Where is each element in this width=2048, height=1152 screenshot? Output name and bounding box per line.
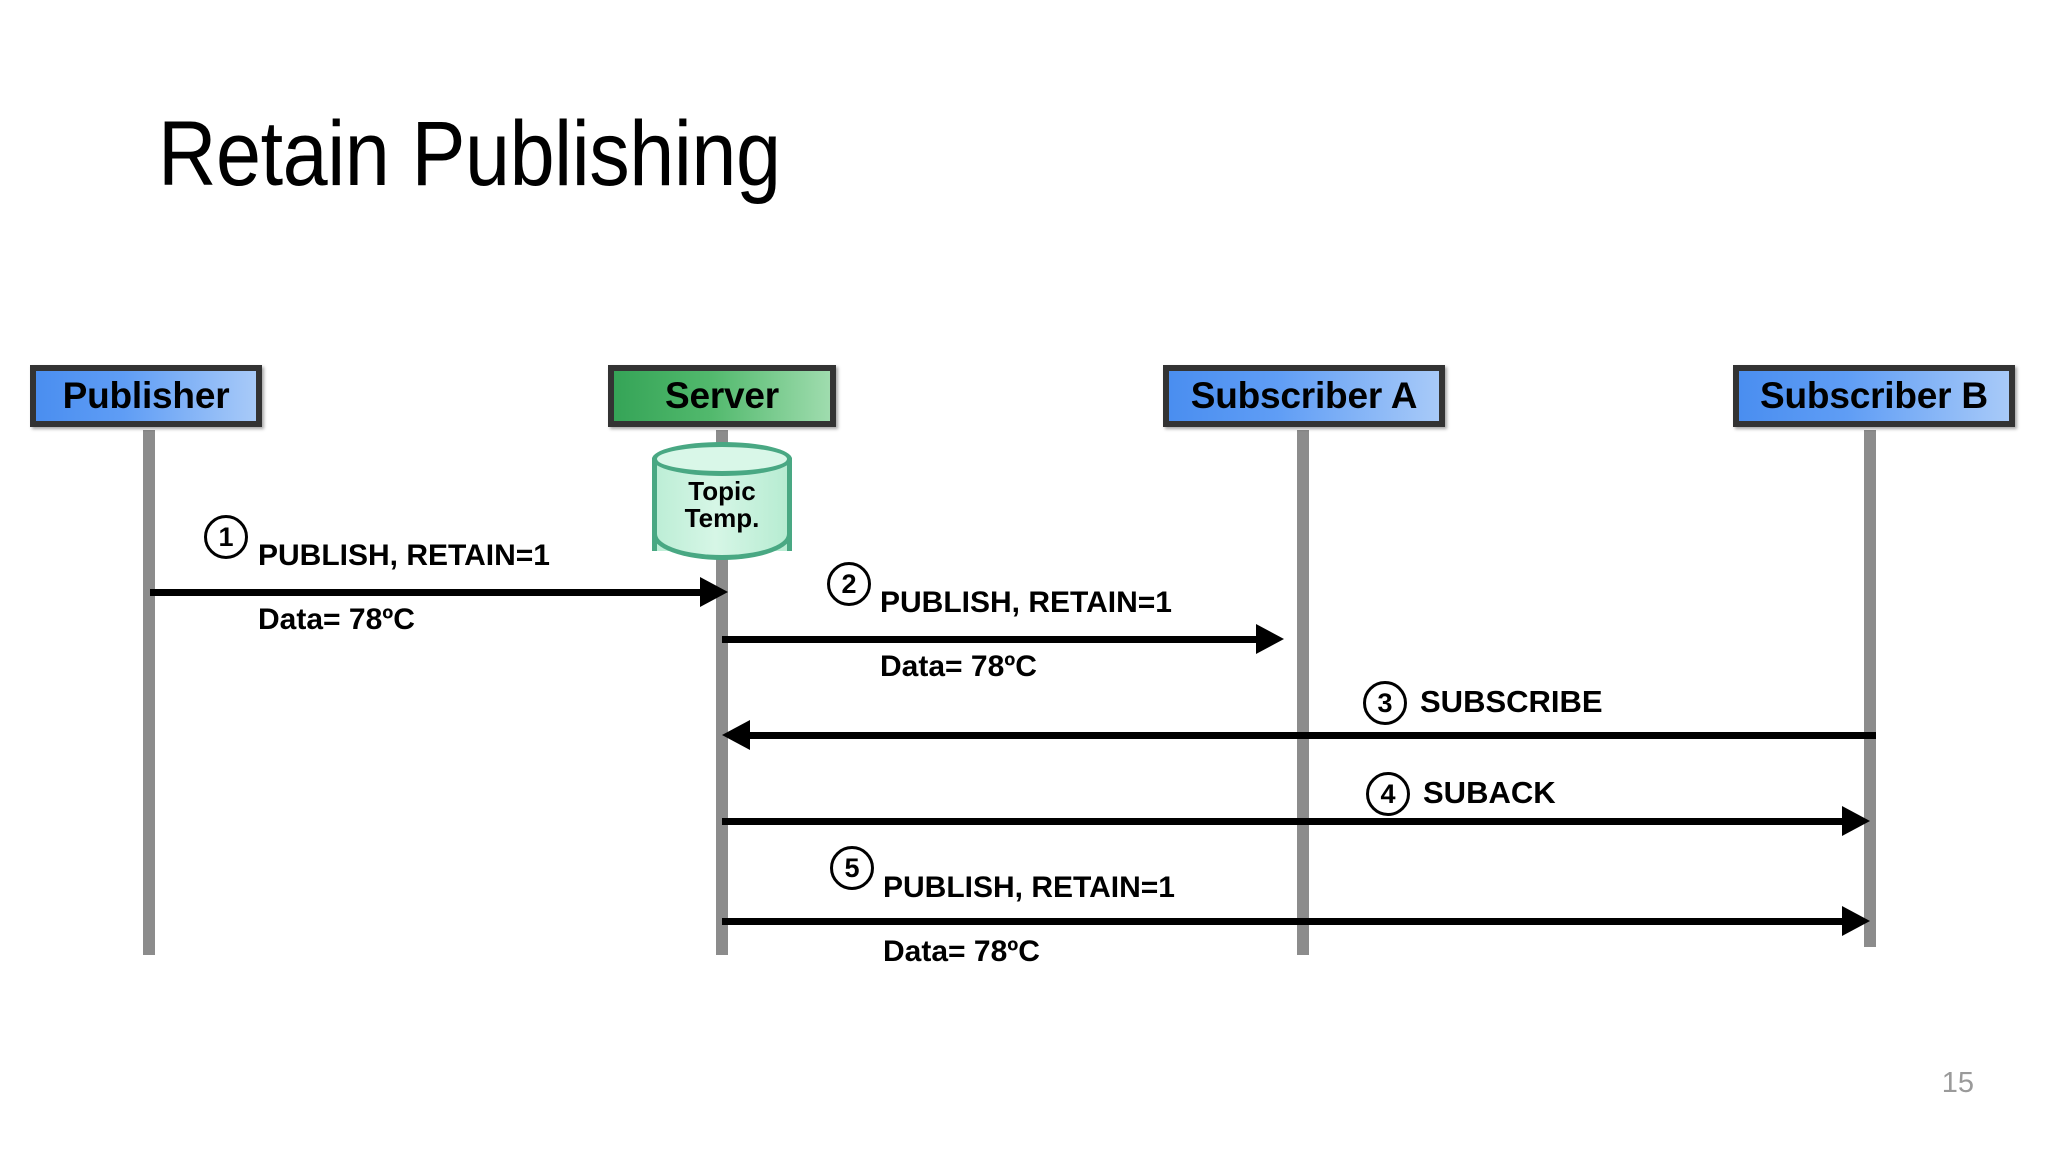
participant-subscriber-b[interactable]: Subscriber B xyxy=(1733,365,2015,427)
message-3-label: SUBSCRIBE xyxy=(1420,684,1603,719)
cylinder-bottom xyxy=(652,520,792,560)
step-badge-5: 5 xyxy=(830,846,874,890)
participant-label: Server xyxy=(664,375,779,416)
topic-store-line2: Temp. xyxy=(684,503,760,534)
message-4-line xyxy=(722,818,1850,825)
participant-server[interactable]: Server xyxy=(608,365,836,427)
message-2-arrowhead xyxy=(1256,624,1284,654)
participant-label: Subscriber B xyxy=(1760,375,1988,416)
message-1-arrowhead xyxy=(700,577,728,607)
step-badge-2: 2 xyxy=(827,562,871,606)
message-1-line xyxy=(150,589,710,596)
message-5-label: PUBLISH, RETAIN=1 Data= 78ºC xyxy=(883,840,1175,1000)
lifeline-subscriber-b xyxy=(1864,430,1876,947)
page-title: Retain Publishing xyxy=(158,103,781,205)
cylinder-top-ellipse xyxy=(652,442,792,476)
message-3-line xyxy=(748,732,1876,739)
lifeline-subscriber-a xyxy=(1297,430,1309,955)
step-badge-4: 4 xyxy=(1366,772,1410,816)
message-1-line2: Data= 78ºC xyxy=(258,603,415,637)
participant-publisher[interactable]: Publisher xyxy=(30,365,262,427)
participant-label: Publisher xyxy=(62,375,230,416)
message-2-line1: PUBLISH, RETAIN=1 xyxy=(880,586,1172,620)
message-5-line1: PUBLISH, RETAIN=1 xyxy=(883,871,1175,905)
message-5-line2: Data= 78ºC xyxy=(883,935,1040,969)
page-number: 15 xyxy=(1941,1067,1974,1099)
message-2-line2: Data= 78ºC xyxy=(880,650,1037,684)
topic-store-label: Topic Temp. xyxy=(652,476,792,534)
message-4-label: SUBACK xyxy=(1423,775,1556,810)
participant-subscriber-a[interactable]: Subscriber A xyxy=(1163,365,1445,427)
step-badge-3: 3 xyxy=(1363,681,1407,725)
topic-store-cylinder: Topic Temp. xyxy=(652,442,792,567)
message-1-line1: PUBLISH, RETAIN=1 xyxy=(258,539,550,573)
lifeline-publisher xyxy=(143,430,155,955)
message-2-line xyxy=(722,636,1264,643)
message-4-arrowhead xyxy=(1842,806,1870,836)
message-5-line xyxy=(722,918,1850,925)
participant-label: Subscriber A xyxy=(1190,375,1418,416)
message-3-arrowhead xyxy=(722,720,750,750)
message-5-arrowhead xyxy=(1842,906,1870,936)
step-badge-1: 1 xyxy=(204,515,248,559)
message-2-label: PUBLISH, RETAIN=1 Data= 78ºC xyxy=(880,555,1172,715)
message-1-label: PUBLISH, RETAIN=1 Data= 78ºC xyxy=(258,508,550,668)
topic-store-line1: Topic xyxy=(688,476,756,506)
